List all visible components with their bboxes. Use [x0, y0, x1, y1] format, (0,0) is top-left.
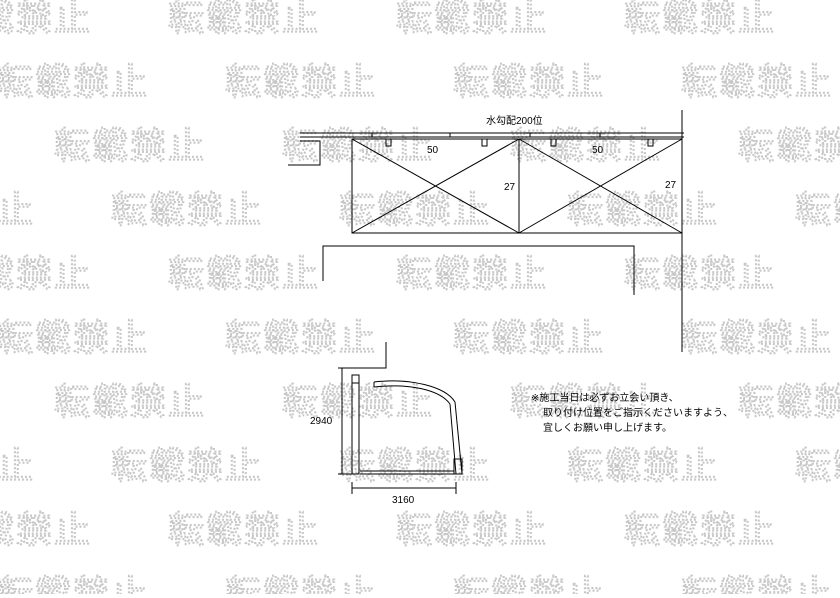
note-line-2: 取り付け位置をご指示くださいますよう、	[543, 408, 733, 419]
watermark-text: 転載禁止	[396, 0, 548, 39]
watermark-text: 転載禁止	[0, 254, 92, 295]
watermark-text: 転載禁止	[282, 126, 434, 167]
watermark-text: 転載禁止	[624, 0, 776, 39]
watermark-text: 転載禁止	[339, 190, 491, 231]
note-line-3: 宜しくお願い申し上げます。	[543, 423, 672, 434]
watermark-text: 転載禁止	[0, 446, 35, 487]
slope-note: 水勾配200位	[486, 114, 543, 127]
watermark-text: 転載禁止	[0, 190, 35, 231]
watermark-text: 転載禁止	[339, 446, 491, 487]
roof-curve-inner	[373, 385, 451, 405]
watermark-text: 転載禁止	[0, 318, 149, 359]
watermark-text: 転載禁止	[225, 62, 377, 103]
watermark-text: 転載禁止	[624, 254, 776, 295]
bracket	[550, 138, 557, 147]
brace-right-b	[518, 138, 683, 234]
bracket	[647, 138, 654, 147]
watermark-text: 転載禁止	[225, 318, 377, 359]
brace-left-b	[351, 138, 520, 234]
dim-side-left: 27	[504, 182, 516, 193]
watermark-text: 転載禁止	[54, 126, 206, 167]
roof-curve	[373, 380, 456, 403]
dim-top-left: 50	[427, 145, 439, 156]
watermark-text: 転載禁止	[0, 510, 92, 551]
construction-note: ※施工当日は必ずお立会い頂き、 取り付け位置をご指示くださいますよう、 宜しくお…	[531, 391, 733, 436]
plan-view	[288, 110, 684, 352]
watermark-text: 転載禁止	[396, 510, 548, 551]
watermark-text: 転載禁止	[567, 446, 719, 487]
watermark-text: 転載禁止	[738, 126, 840, 167]
bracket	[385, 138, 392, 147]
watermark-text: 転載禁止	[168, 510, 320, 551]
dim-side-right: 27	[665, 180, 677, 191]
watermark-text: 転載禁止	[738, 382, 840, 423]
watermark-text: 転載禁止	[111, 446, 263, 487]
watermark-text: 転載禁止	[795, 446, 840, 487]
bracket	[481, 138, 488, 147]
watermark-text: 転載禁止	[111, 190, 263, 231]
watermark-text: 転載禁止	[681, 574, 833, 594]
watermark-text: 転載禁止	[681, 318, 833, 359]
watermark-text: 転載禁止	[225, 574, 377, 594]
watermark-text: 転載禁止	[282, 382, 434, 423]
watermark-text: 転載禁止	[168, 254, 320, 295]
watermark-text: 転載禁止	[624, 510, 776, 551]
watermark-text: 転載禁止	[567, 190, 719, 231]
watermark-text: 転載禁止	[0, 574, 149, 594]
dim-top-right: 50	[592, 145, 604, 156]
height-label: 2940	[310, 416, 333, 427]
watermark-text: 転載禁止	[795, 190, 840, 231]
floor-outline	[322, 245, 635, 295]
note-line-1: ※施工当日は必ずお立会い頂き、	[531, 393, 679, 404]
watermark-text: 転載禁止	[453, 62, 605, 103]
watermark-text: 転載禁止	[396, 254, 548, 295]
watermark-text: 転載禁止	[510, 382, 662, 423]
width-label: 3160	[392, 495, 415, 506]
watermark-text: 転載禁止	[0, 62, 149, 103]
right-post-outer	[454, 401, 463, 475]
wall-reference	[352, 342, 387, 369]
elevation-view	[338, 342, 463, 494]
watermark-text: 転載禁止	[0, 0, 92, 39]
watermark-text: 転載禁止	[681, 62, 833, 103]
watermark-text: 転載禁止	[453, 318, 605, 359]
watermark-text: 転載禁止	[168, 0, 320, 39]
left-post	[351, 374, 360, 475]
watermark-text: 転載禁止	[453, 574, 605, 594]
gutter-left	[288, 140, 321, 166]
right-post-inner	[449, 403, 457, 475]
frame-outline	[351, 138, 683, 234]
watermark-text: 転載禁止	[54, 382, 206, 423]
